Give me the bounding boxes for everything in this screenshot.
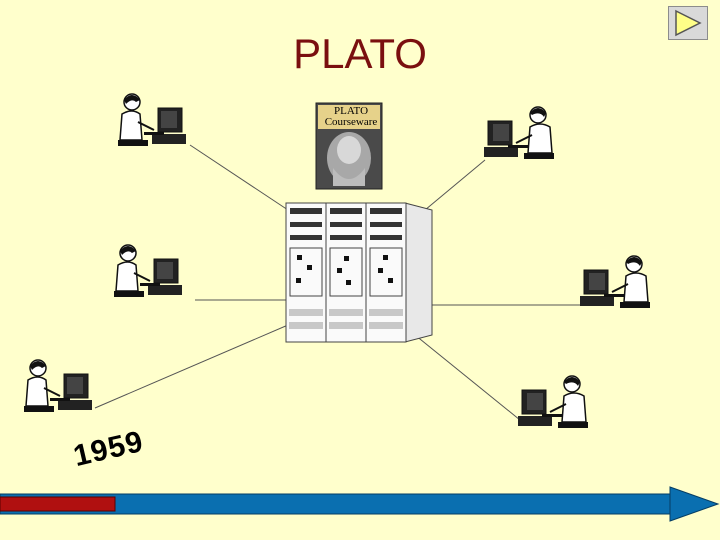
connection-lines [94,144,585,421]
connection-line [94,324,289,409]
user-at-terminal-icon [113,244,183,298]
connection-line [189,144,289,211]
user-at-terminal-icon [517,375,589,429]
user-at-terminal-icon [579,255,651,309]
book-title-line2: Courseware [324,116,378,128]
book-title-line1: PLATO [333,105,369,117]
user-at-terminal-icon [23,359,93,413]
next-slide-button[interactable] [668,6,708,40]
connection-line [414,334,521,421]
play-next-icon [675,9,702,37]
slide-title: PLATO [293,30,427,77]
user-at-terminal-icon [483,106,555,160]
courseware-book-label: PLATO Courseware [319,106,383,128]
courseware-book-icon [315,102,383,190]
timeline-arrow [0,486,720,522]
user-at-terminal-icon [117,93,187,147]
connection-line [424,159,486,211]
timeline-marker [0,496,116,512]
mainframe-server-icon [285,202,433,343]
